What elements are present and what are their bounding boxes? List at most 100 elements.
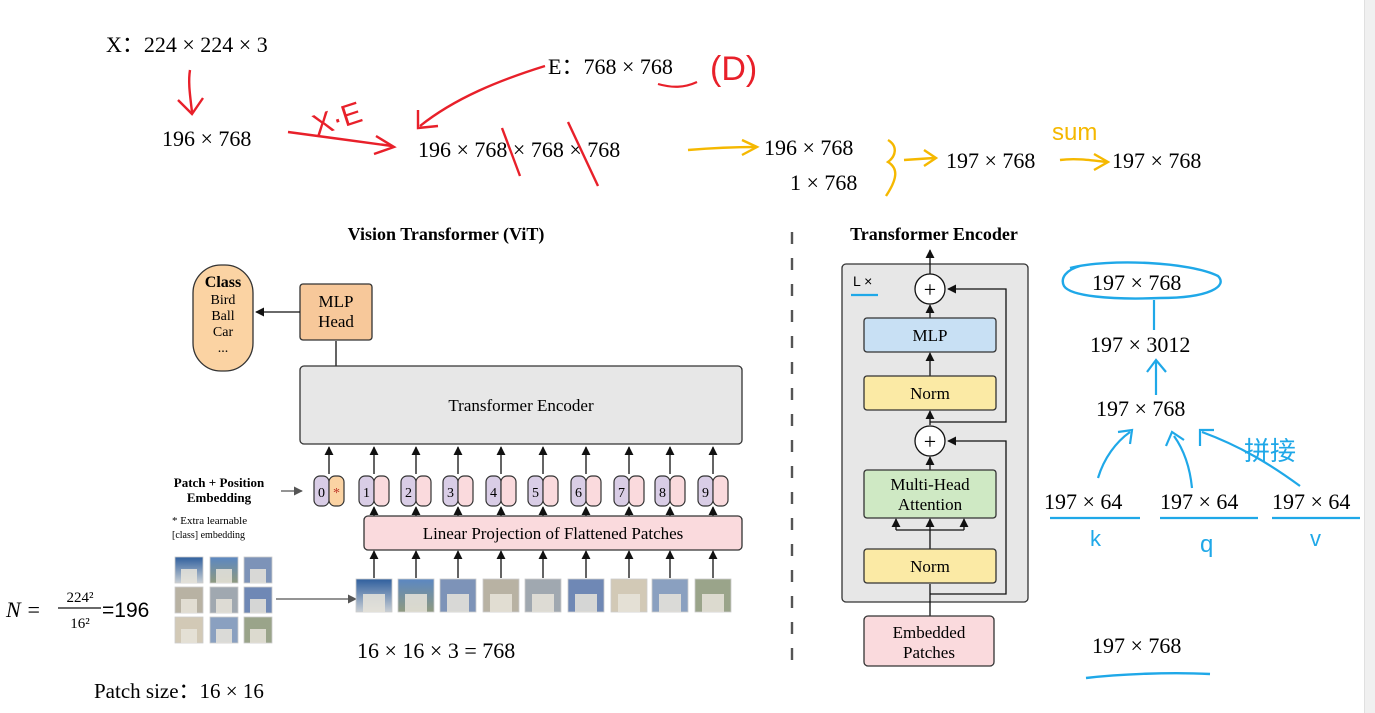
add-symbol: +	[924, 429, 936, 454]
building-shape	[216, 629, 232, 643]
blue-circle-mark	[1061, 261, 1222, 300]
token-number: 0	[318, 486, 325, 501]
head-q-note: 197 × 64	[1160, 489, 1238, 514]
yellow-brace	[885, 138, 897, 197]
yellow-arrow	[1059, 157, 1107, 164]
red-arrowhead-icon	[177, 97, 204, 116]
e-shape-note: E：768 × 768	[548, 54, 673, 79]
cls-note: 1 × 768	[790, 170, 857, 195]
building-shape	[490, 594, 512, 612]
building-shape	[181, 629, 197, 643]
building-shape	[181, 599, 197, 613]
xe-handwritten-label: X·E	[308, 96, 366, 143]
enc-out-note: 197 × 768	[1092, 270, 1181, 295]
building-shape	[575, 594, 597, 612]
attention-label: Multi-Head	[890, 475, 970, 494]
class-item: Bird	[211, 293, 236, 308]
sum-handwritten-label: sum	[1052, 119, 1097, 146]
q-label: q	[1200, 531, 1213, 558]
yellow-arrowhead-icon	[923, 149, 939, 167]
patch-token	[457, 475, 474, 507]
patch-token	[628, 475, 645, 507]
class-item: Car	[213, 325, 234, 340]
building-shape	[702, 594, 724, 612]
red-arrow-right	[287, 130, 393, 148]
patch-token	[712, 475, 729, 507]
token-number: 7	[618, 486, 625, 501]
building-shape	[250, 629, 266, 643]
head-k-note: 197 × 64	[1044, 489, 1122, 514]
encoder-detail: Transformer Encoder L × + MLP Norm + Mul…	[841, 224, 1029, 667]
yellow-arrowhead-icon	[1093, 152, 1111, 172]
blue-arrow-q	[1164, 430, 1194, 489]
vit-diagram: Vision Transformer (ViT) Class Bird Ball…	[172, 224, 743, 644]
token-number: 5	[532, 486, 539, 501]
norm-bottom-box	[863, 548, 997, 584]
vit-title: Vision Transformer (ViT)	[348, 224, 545, 245]
blue-arrow-up-icon	[1146, 358, 1167, 395]
red-arrowhead-icon	[373, 134, 397, 156]
patch-size-note: Patch size：16 × 16	[94, 679, 264, 703]
blue-arrow-v	[1198, 428, 1301, 487]
patch-pos-label: Embedding	[187, 490, 252, 505]
norm-top-label: Norm	[910, 384, 950, 403]
building-shape	[447, 594, 469, 612]
linear-projection-box	[363, 515, 743, 551]
mlp-hidden-note: 197 × 3012	[1090, 332, 1190, 357]
yellow-arrowhead-icon	[741, 138, 760, 157]
mlp-head-label: Head	[318, 312, 354, 331]
token-number: 8	[659, 486, 666, 501]
embedded-patches-label: Patches	[903, 643, 955, 662]
class-item: Ball	[211, 309, 234, 324]
patch-pos-label: Patch + Position	[174, 475, 265, 490]
patch-token	[500, 475, 517, 507]
patch-token	[328, 475, 345, 507]
building-shape	[216, 599, 232, 613]
patch-token	[542, 475, 559, 507]
building-shape	[363, 594, 385, 612]
d-handwritten-label: (D)	[710, 50, 757, 88]
red-arrowhead-icon	[416, 110, 439, 130]
scrollbar[interactable]	[1364, 0, 1375, 713]
notes-right: 197 × 768 197 × 3012 197 × 768 拼接 197 × …	[1044, 261, 1360, 680]
building-shape	[659, 594, 681, 612]
image-patch-grid	[174, 556, 273, 644]
red-underline	[657, 80, 698, 88]
n-numerator: 224²	[67, 590, 95, 606]
n-denominator: 16²	[70, 616, 90, 632]
residual-connection-top	[930, 284, 1007, 423]
class-item: ...	[218, 341, 229, 356]
patch-token	[373, 475, 390, 507]
building-shape	[181, 569, 197, 583]
vit-encoder-box	[299, 365, 743, 445]
n-formula-left: N =	[5, 597, 41, 622]
token-number: 4	[490, 486, 497, 501]
blue-underline	[1085, 672, 1211, 680]
building-shape	[618, 594, 640, 612]
add-symbol: +	[924, 277, 936, 302]
n-result: =196	[102, 599, 149, 622]
yellow-arrow	[903, 156, 935, 162]
attention-box	[863, 469, 997, 519]
building-shape	[250, 569, 266, 583]
patch-dim-note: 16 × 16 × 3 = 768	[357, 638, 515, 663]
token-number: 1	[363, 486, 370, 501]
encoder-title: Transformer Encoder	[850, 224, 1018, 244]
attn-out-note: 197 × 768	[1096, 396, 1185, 421]
patch-token	[669, 475, 686, 507]
splice-label: 拼接	[1244, 436, 1296, 466]
red-arrow-from-e	[419, 64, 546, 127]
yellow-arrow	[687, 145, 757, 152]
encoder-mlp-label: MLP	[913, 326, 948, 345]
extra-note: [class] embedding	[172, 530, 245, 541]
blue-arrow-k	[1096, 428, 1134, 479]
matmul-note: 196 × 768 × 768 × 768	[418, 137, 620, 162]
k-label: k	[1090, 526, 1102, 551]
concat-note: 197 × 768	[946, 148, 1035, 173]
out1-note: 196 × 768	[764, 135, 853, 160]
token-number: 2	[405, 486, 412, 501]
building-shape	[216, 569, 232, 583]
building-shape	[532, 594, 554, 612]
red-arrow-down-icon	[187, 69, 194, 113]
